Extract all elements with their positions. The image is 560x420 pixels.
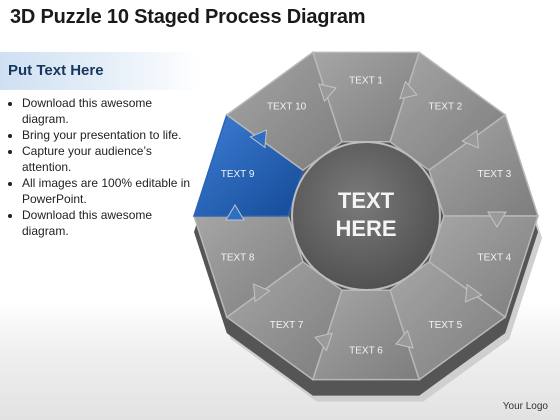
arrows-layer [225,80,507,352]
segment-label-9: TEXT 9 [221,169,255,180]
segment-label-1: TEXT 1 [349,76,383,87]
segment-label-10: TEXT 10 [267,101,307,112]
bullet-item: Bring your presentation to life. [22,127,192,143]
section-heading: Put Text Here [8,62,104,79]
center-text-line-2: HERE [335,216,396,241]
flow-arrow-icon [399,80,418,100]
bullet-item: Capture your audience’s attention. [22,143,192,175]
segment-label-5: TEXT 5 [429,320,463,331]
segment-label-6: TEXT 6 [349,346,383,357]
segment-label-2: TEXT 2 [429,101,463,112]
flow-arrow-icon [464,283,483,303]
flow-arrow-icon [395,329,414,349]
flow-arrow-icon [487,211,507,228]
footer-logo: Your Logo [502,401,548,412]
flow-arrow-icon [318,83,337,103]
bullet-item: Download this awesome diagram. [22,207,192,239]
segment-label-7: TEXT 7 [270,320,304,331]
heading-band [0,52,200,90]
segment-label-4: TEXT 4 [478,252,512,263]
flow-arrow-icon [314,332,333,352]
segment-label-8: TEXT 8 [221,252,255,263]
flow-arrow-icon [249,129,268,149]
flow-arrow-icon [461,129,479,149]
flow-arrow-icon [253,283,271,303]
center-disc [291,141,441,291]
flow-arrow-icon [225,204,245,221]
page-title: 3D Puzzle 10 Staged Process Diagram [10,6,366,28]
bullet-list: Download this awesome diagram. Bring you… [4,95,192,239]
bullet-item: All images are 100% editable in PowerPoi… [22,175,192,207]
center-text-line-1: TEXT [338,188,395,213]
puzzle-segment-10 [225,51,343,172]
segment-label-3: TEXT 3 [478,169,512,180]
labels-layer: TEXT 1 TEXT 2 TEXT 3 TEXT 4 TEXT 5 TEXT 6 TEXT… [221,76,512,357]
bullet-item: Download this awesome diagram. [22,95,192,127]
segments-layer [192,51,540,381]
